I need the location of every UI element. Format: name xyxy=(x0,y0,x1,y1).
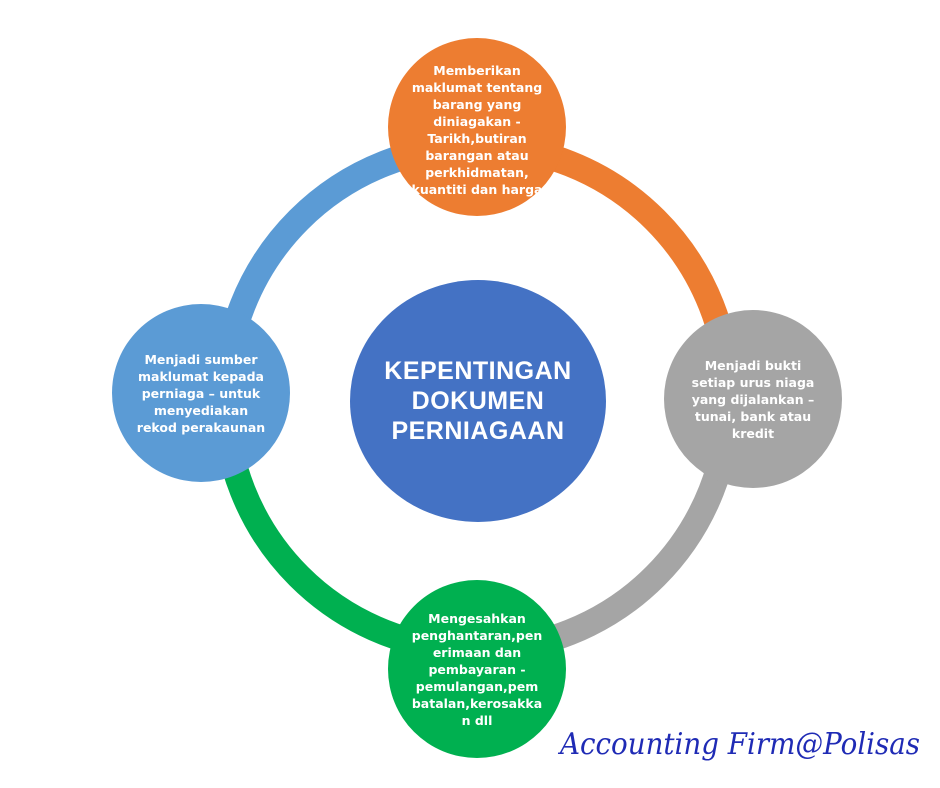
watermark-signature: Accounting Firm@Polisas xyxy=(557,727,920,762)
node-top-information: Memberikan maklumat tentang barang yang … xyxy=(388,38,566,216)
node-right-evidence: Menjadi bukti setiap urus niaga yang dij… xyxy=(664,310,842,488)
node-right-text: Menjadi bukti setiap urus niaga yang dij… xyxy=(691,357,815,441)
node-top-text: Memberikan maklumat tentang barang yang … xyxy=(411,63,543,197)
center-title: KEPENTINGAN DOKUMEN PERNIAGAAN xyxy=(384,357,572,445)
node-bottom-verification: Mengesahkan penghantaran,pen erimaan dan… xyxy=(388,580,566,758)
center-circle: KEPENTINGAN DOKUMEN PERNIAGAAN xyxy=(350,280,606,522)
watermark-text: Accounting Firm@Polisas xyxy=(557,727,920,762)
node-bottom-text: Mengesahkan penghantaran,pen erimaan dan… xyxy=(411,610,543,728)
node-left-source: Menjadi sumber maklumat kepada perniaga … xyxy=(112,304,290,482)
node-left-text: Menjadi sumber maklumat kepada perniaga … xyxy=(136,351,266,435)
